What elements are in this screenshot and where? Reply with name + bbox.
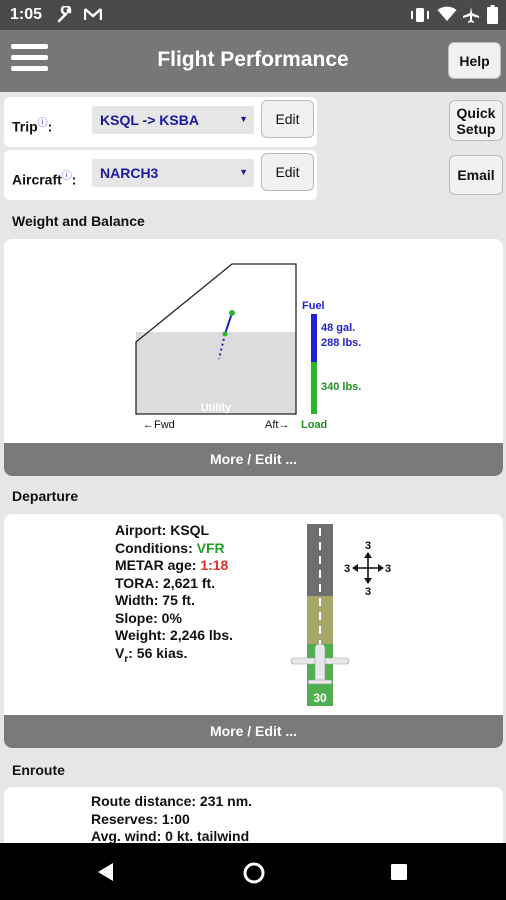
- runway-number: 30: [313, 691, 327, 705]
- load-lbs: 340 lbs.: [321, 381, 361, 393]
- recents-icon[interactable]: [390, 863, 408, 881]
- trip-edit-button[interactable]: Edit: [261, 100, 314, 138]
- aircraft-label: Aircraftⓘ:: [12, 171, 77, 188]
- departure-slope: Slope: 0%: [115, 609, 182, 626]
- info-icon[interactable]: ⓘ: [37, 118, 48, 129]
- fuel-title: Fuel: [302, 300, 325, 312]
- wind-head: 3: [365, 540, 371, 552]
- fuel-cg-line: [224, 312, 233, 335]
- status-time: 1:05: [10, 6, 43, 23]
- status-bar: 1:05: [0, 0, 506, 30]
- fuel-gal: 48 gal.: [321, 322, 355, 334]
- departure-width: Width: 75 ft.: [115, 592, 195, 608]
- burn-cg-line: [218, 333, 226, 360]
- wind-tail: 3: [365, 586, 371, 598]
- category-label: Utility: [201, 402, 232, 414]
- departure-conditions: Conditions: VFR: [115, 539, 225, 556]
- hamburger-menu-icon[interactable]: [11, 44, 48, 76]
- dropdown-arrow-icon: ▼: [239, 167, 248, 177]
- load-title: Load: [301, 419, 327, 431]
- home-icon[interactable]: [242, 861, 266, 885]
- conditions-value: VFR: [196, 539, 225, 556]
- aft-label: Aft→: [265, 419, 289, 431]
- enroute-header: Enroute: [12, 762, 65, 778]
- route-distance: Route distance: 231 nm.: [91, 793, 253, 809]
- wifi-icon: [437, 6, 457, 22]
- departure-tora: TORA: 2,621 ft.: [115, 574, 216, 591]
- cg-zero-fuel-point: [222, 331, 228, 337]
- departure-more-button[interactable]: More / Edit ...: [4, 715, 503, 748]
- info-icon[interactable]: ⓘ: [61, 171, 72, 182]
- aircraft-value: NARCH3: [100, 165, 159, 181]
- aircraft-edit-button[interactable]: Edit: [261, 153, 314, 191]
- departure-airport: Airport: KSQL: [115, 522, 210, 538]
- departure-metar: METAR age: 1:18: [115, 557, 229, 573]
- dropdown-arrow-icon: ▼: [239, 114, 248, 124]
- route-reserves: Reserves: 1:00: [91, 810, 190, 827]
- trip-value: KSQL -> KSBA: [100, 112, 199, 128]
- departure-weight: Weight: 2,246 lbs.: [115, 627, 233, 643]
- departure-card: Airport: KSQL Conditions: VFR METAR age:…: [4, 514, 503, 748]
- gmail-icon: [84, 8, 102, 20]
- back-icon[interactable]: [96, 862, 116, 882]
- departure-vr: Vr: 56 kias.: [115, 644, 188, 665]
- fwd-label: ←Fwd: [143, 419, 175, 431]
- aircraft-select[interactable]: NARCH3 ▼: [92, 159, 254, 187]
- departure-info: Airport: KSQL Conditions: VFR METAR age:…: [115, 522, 233, 668]
- weight-balance-chart: Utility ←Fwd Aft→ Fuel 48 gal. 288 lbs. …: [135, 263, 361, 431]
- load-bar: [311, 362, 317, 414]
- aircraft-row: Aircraftⓘ: NARCH3 ▼ Edit: [4, 150, 317, 200]
- airplane-icon: [290, 643, 350, 685]
- wind-compass-icon: [352, 552, 384, 584]
- vibrate-icon: [411, 8, 429, 22]
- trip-select[interactable]: KSQL -> KSBA ▼: [92, 106, 254, 134]
- route-avg-wind: Avg. wind: 0 kt. tailwind: [91, 828, 250, 844]
- fuel-lbs: 288 lbs.: [321, 337, 361, 349]
- weight-balance-card: Utility ←Fwd Aft→ Fuel 48 gal. 288 lbs. …: [4, 239, 503, 476]
- wrench-icon: [57, 6, 72, 23]
- help-button[interactable]: Help: [448, 42, 501, 79]
- trip-label: Tripⓘ:: [12, 118, 53, 135]
- wind-left: 3: [344, 563, 350, 575]
- system-nav-bar: [0, 843, 506, 900]
- page-title: Flight Performance: [157, 48, 349, 71]
- quick-setup-button[interactable]: Quick Setup: [449, 100, 503, 141]
- runway-diagram: 30 3 3 3 3: [290, 524, 391, 706]
- normal-envelope: [135, 263, 297, 415]
- wind-right: 3: [385, 563, 391, 575]
- fuel-bar: [311, 314, 317, 362]
- cg-takeoff-point: [229, 310, 235, 316]
- enroute-info: Route distance: 231 nm. Reserves: 1:00 A…: [91, 793, 252, 846]
- airplane-icon: [463, 7, 479, 23]
- email-button[interactable]: Email: [449, 155, 503, 195]
- weight-balance-header: Weight and Balance: [12, 213, 145, 229]
- battery-icon: [487, 5, 498, 24]
- departure-header: Departure: [12, 488, 79, 504]
- trip-row: Tripⓘ: KSQL -> KSBA ▼ Edit: [4, 97, 317, 147]
- app-bar: Flight Performance Help: [0, 30, 506, 92]
- metar-age-value: 1:18: [200, 557, 229, 573]
- weight-balance-more-button[interactable]: More / Edit ...: [4, 443, 503, 476]
- utility-envelope: [136, 332, 296, 414]
